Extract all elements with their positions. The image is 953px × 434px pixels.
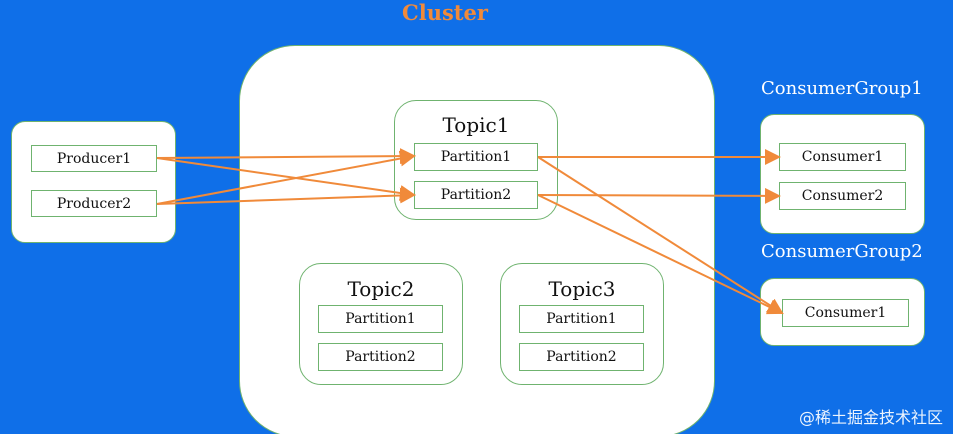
cluster-title: Cluster [402,0,488,25]
consumer-group-1-title: ConsumerGroup1 [761,78,923,99]
consumer-group-2-consumer-1-node[interactable]: Consumer1 [782,299,909,327]
topic-2-partition-1-node[interactable]: Partition1 [318,305,443,333]
producer-2-node[interactable]: Producer2 [31,190,157,217]
watermark-text: @稀土掘金技术社区 [798,408,943,427]
topic-3-partition-2-node[interactable]: Partition2 [519,343,644,371]
consumer-group-2-title: ConsumerGroup2 [761,241,923,262]
topic-1-partition-2-node[interactable]: Partition2 [414,181,538,209]
topic-2-title: Topic2 [347,277,415,301]
consumer-group-1-consumer-1-node[interactable]: Consumer1 [779,143,906,171]
producer-group-box [11,121,176,243]
consumer-group-1-consumer-2-node[interactable]: Consumer2 [779,182,906,210]
topic-2-partition-2-node[interactable]: Partition2 [318,343,443,371]
producer-1-node[interactable]: Producer1 [31,145,157,172]
topic-3-partition-1-node[interactable]: Partition1 [519,305,644,333]
topic-1-title: Topic1 [442,113,510,137]
topic-1-partition-1-node[interactable]: Partition1 [414,143,538,171]
topic-3-title: Topic3 [548,277,616,301]
consumer-group-1-box [760,114,925,234]
